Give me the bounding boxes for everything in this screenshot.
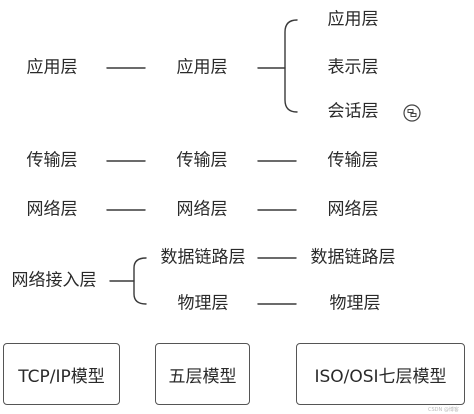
osi-application-layer: 应用层 — [327, 9, 379, 30]
tcpip-model-box: TCP/IP模型 — [3, 343, 120, 405]
osi-network-layer: 网络层 — [327, 199, 379, 220]
tcpip-network-layer: 网络层 — [26, 199, 78, 220]
osi-data-link-layer: 数据链路层 — [310, 247, 396, 268]
five-data-link-layer: 数据链路层 — [160, 247, 246, 268]
brace-link-five — [133, 257, 147, 305]
tcpip-model-label: TCP/IP模型 — [18, 366, 105, 387]
tcpip-transport-layer: 传输层 — [26, 150, 78, 171]
brace-app-osi — [284, 19, 298, 113]
osi-transport-layer: 传输层 — [327, 150, 379, 171]
tcpip-application-layer: 应用层 — [26, 57, 78, 78]
five-layer-model-box: 五层模型 — [155, 343, 250, 405]
osi-physical-layer: 物理层 — [329, 293, 381, 314]
osi-model-box: ISO/OSI七层模型 — [296, 343, 465, 405]
five-application-layer: 应用层 — [176, 57, 228, 78]
osi-model-label: ISO/OSI七层模型 — [314, 366, 447, 387]
note-icon[interactable] — [403, 104, 421, 122]
osi-session-layer: 会话层 — [327, 101, 379, 122]
tcpip-network-access-layer: 网络接入层 — [11, 270, 97, 291]
five-physical-layer: 物理层 — [177, 293, 229, 314]
watermark: CSDN @博客 — [428, 407, 459, 413]
five-network-layer: 网络层 — [176, 199, 228, 220]
osi-presentation-layer: 表示层 — [327, 57, 379, 78]
five-transport-layer: 传输层 — [176, 150, 228, 171]
five-layer-model-label: 五层模型 — [168, 366, 237, 387]
